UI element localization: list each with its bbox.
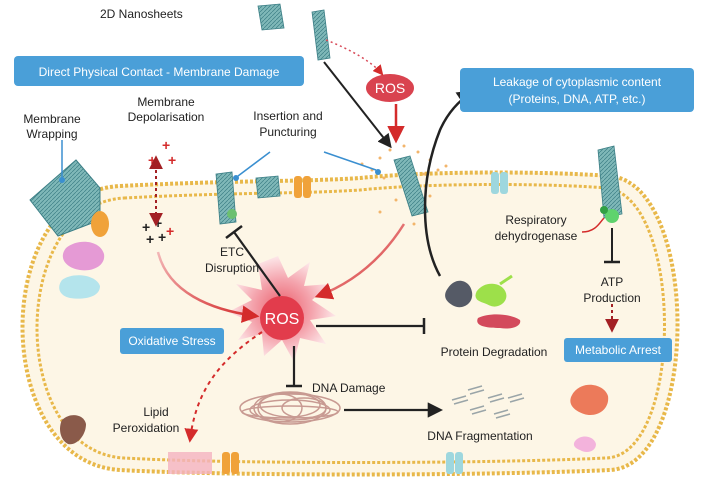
cell (20, 170, 680, 477)
membrane-channel-top-right (491, 172, 508, 194)
label-direct-contact: Direct Physical Contact - Membrane Damag… (39, 65, 280, 79)
label-respiratory-1: Respiratory (505, 213, 566, 227)
svg-text:+: + (166, 223, 174, 239)
membrane-channel-bottom-mid (446, 452, 463, 474)
membrane-channel-bottom-left (222, 452, 239, 474)
box-leakage (460, 68, 694, 112)
membrane-channel-top (294, 176, 311, 198)
ros-top-oval (366, 74, 414, 102)
nanosheet-right (597, 145, 623, 223)
box-metabolic-arrest (564, 338, 672, 362)
label-leakage-2: (Proteins, DNA, ATP, etc.) (509, 92, 646, 106)
svg-text:+: + (158, 229, 166, 245)
label-ros-center: ROS (265, 311, 300, 328)
box-direct-contact (14, 56, 304, 86)
callout-insertion-right (323, 151, 377, 171)
label-membrane-depol-1: Membrane (137, 95, 195, 109)
protein-brown (60, 415, 86, 445)
dna-fragments (451, 385, 525, 419)
box-oxidative-stress (120, 328, 224, 354)
callout-insertion-left (237, 151, 271, 177)
label-etc-1: ETC (220, 245, 244, 259)
svg-text:+: + (142, 219, 150, 235)
svg-text:+: + (162, 137, 170, 153)
nanosheet-membrane-wrapping (29, 159, 109, 237)
label-dna-fragmentation: DNA Fragmentation (427, 429, 532, 443)
nanosheet-insertion-mid (255, 175, 281, 199)
label-insertion-2: Puncturing (259, 125, 316, 139)
protein-orange (570, 384, 609, 416)
protein-blob-cyan (59, 275, 100, 299)
svg-text:+: + (168, 152, 176, 168)
arrow-nanosheet-to-puncture (323, 61, 392, 149)
label-metabolic-arrest: Metabolic Arrest (575, 343, 662, 357)
nanosheet-puncture (393, 155, 429, 217)
label-lipid-2: Peroxidation (113, 421, 180, 435)
svg-text:+: + (148, 152, 156, 168)
label-lipid-1: Lipid (143, 405, 168, 419)
ros-burst (228, 256, 336, 362)
label-insertion-1: Insertion and (253, 109, 322, 123)
label-etc-2: Disruption (205, 261, 259, 275)
protein-pink-small (573, 436, 596, 452)
label-atp-2: Production (583, 291, 640, 305)
label-atp-1: ATP (601, 275, 623, 289)
label-respiratory-2: dehydrogenase (495, 229, 578, 243)
label-membrane-wrapping-1: Membrane (23, 112, 81, 126)
protein-grey (445, 280, 473, 308)
arrow-nanosheet-to-ros (325, 39, 384, 76)
arrows (59, 39, 620, 443)
label-oxidative-stress: Oxidative Stress (128, 334, 215, 348)
nanosheet-top-1 (257, 3, 285, 31)
lipid-peroxidation-zone (168, 452, 212, 474)
label-protein-degradation: Protein Degradation (441, 345, 548, 359)
inhibit-etc (233, 231, 281, 297)
arrow-puncture-to-ros (314, 223, 406, 300)
arrow-leakage (423, 90, 475, 277)
label-dna-damage: DNA Damage (312, 381, 386, 395)
label-membrane-wrapping-2: Wrapping (26, 127, 77, 141)
label-nanosheets: 2D Nanosheets (100, 7, 183, 21)
inner-membrane (35, 183, 666, 464)
nanosheet-insertion-left (215, 171, 237, 225)
nanosheet-top-2 (311, 9, 331, 61)
arrow-lipid-peroxidation (184, 331, 263, 443)
label-ros-top: ROS (375, 80, 405, 96)
label-leakage-1: Leakage of cytoplasmic content (493, 75, 662, 89)
dna-tangle (239, 391, 341, 425)
svg-text:+: + (146, 231, 154, 247)
inhibit-respiratory (581, 217, 605, 233)
outer-membrane (20, 170, 680, 477)
protein-blob-pink (62, 241, 105, 271)
arrow-depol-to-ros (156, 251, 260, 323)
protein-red (477, 314, 521, 329)
protein-green (475, 274, 513, 307)
label-membrane-depol-2: Depolarisation (128, 110, 205, 124)
